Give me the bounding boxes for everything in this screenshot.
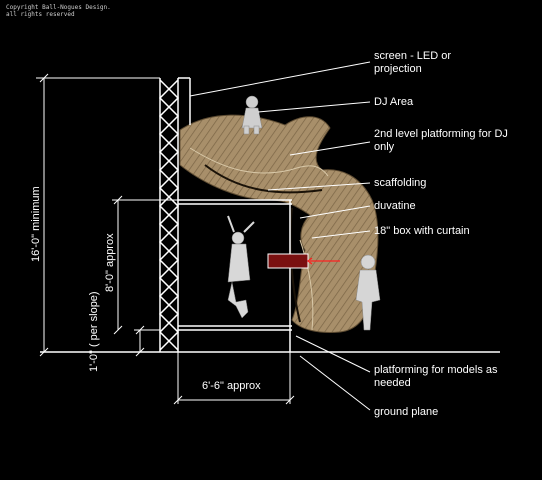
leader-platforming-models <box>295 335 371 373</box>
leader-box <box>311 230 371 239</box>
label-dj-area: DJ Area <box>374 96 414 108</box>
platform-frame <box>178 199 292 352</box>
leader-screen <box>189 61 371 97</box>
curtain-box <box>267 253 340 269</box>
copyright-note: Copyright Ball-Nogues Design. all rights… <box>6 4 111 18</box>
dj-figure <box>241 95 263 135</box>
label-platform-2nd: 2nd level platforming for DJ only <box>374 128 508 153</box>
dim-base-height: 1'-0" ( per slope) <box>88 291 100 372</box>
scale-person-figure <box>355 254 381 331</box>
label-box: 18" box with curtain <box>374 225 470 237</box>
label-ground-plane: ground plane <box>374 406 439 418</box>
leader-ground-plane <box>299 355 371 411</box>
leader-duvatine <box>299 205 371 219</box>
label-scaffolding: scaffolding <box>374 177 427 189</box>
copyright-line-1: Copyright Ball-Nogues Design. <box>6 4 111 11</box>
dim-overall-height: 16'-0" minimum <box>30 186 42 262</box>
leader-lines <box>189 61 371 411</box>
label-screen: screen - LED or projection <box>374 50 452 75</box>
dim-upper-height: 8'-0" approx <box>104 233 116 292</box>
leader-dj-area <box>257 101 371 113</box>
label-duvatine: duvatine <box>374 200 416 212</box>
label-platforming-models: platforming for models as needed <box>374 364 498 389</box>
copyright-line-2: all rights reserved <box>6 11 75 18</box>
leader-scaffolding <box>267 182 371 191</box>
dim-width: 6'-6" approx <box>202 380 261 392</box>
suspended-model-figure <box>227 215 255 319</box>
leader-platform-2nd <box>289 141 371 156</box>
scaffolding-truss <box>158 77 191 352</box>
sculptural-form <box>179 114 379 333</box>
dimension-lines <box>36 73 295 405</box>
